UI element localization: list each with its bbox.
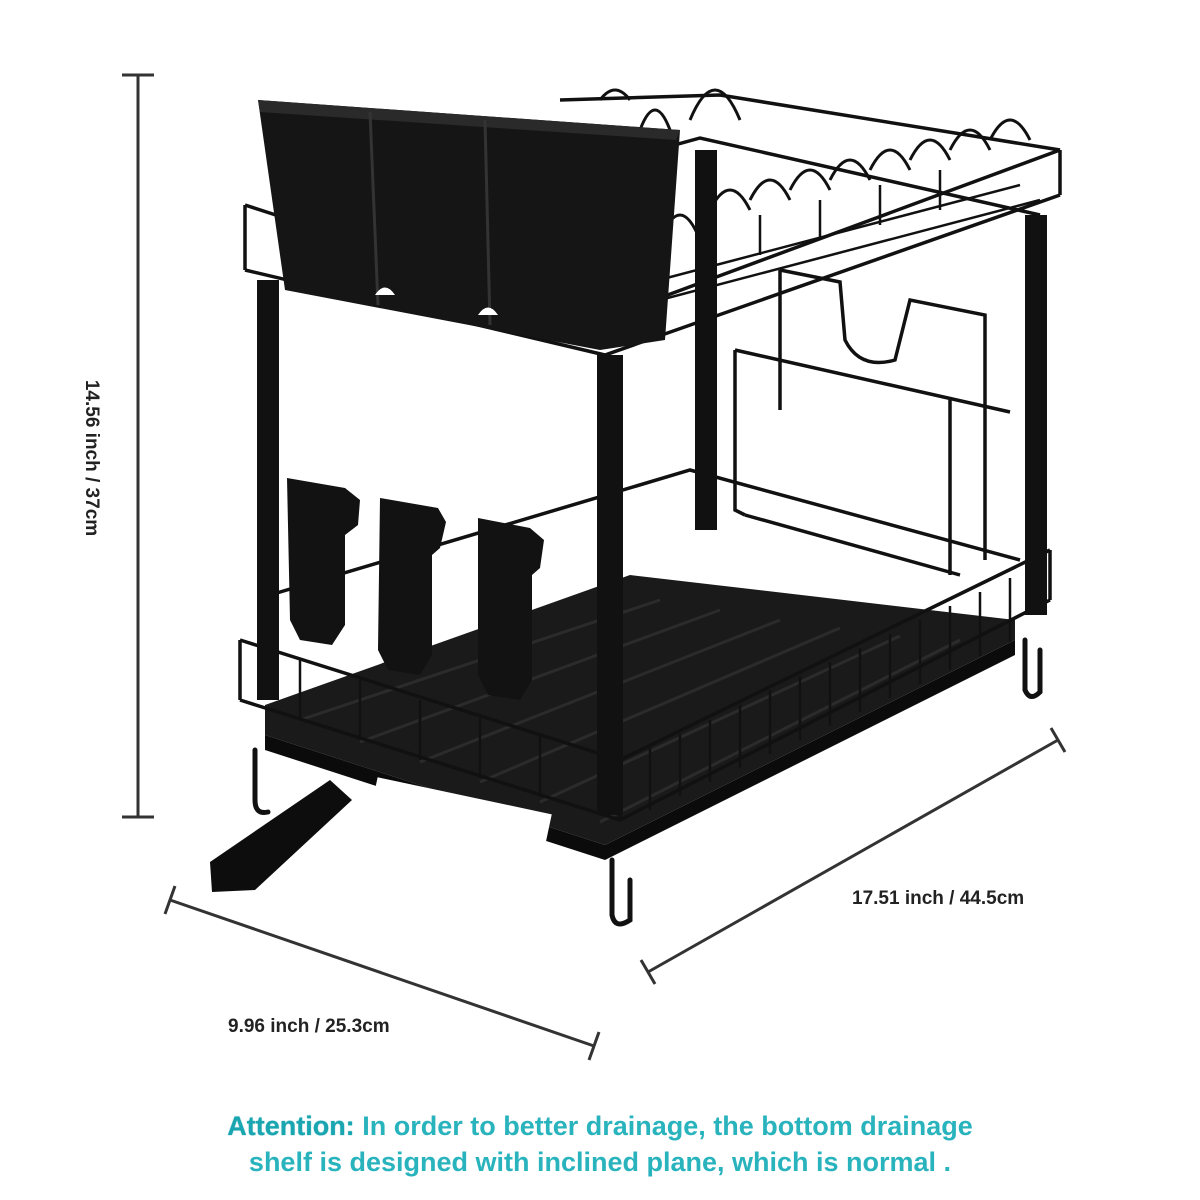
utensil-caddy	[258, 100, 680, 350]
depth-dimension-cap-left	[163, 885, 177, 915]
knife-holders	[287, 478, 544, 700]
drain-spout	[210, 780, 352, 892]
height-dimension-label: 14.56 inch / 37cm	[81, 379, 102, 537]
board-holder	[733, 268, 1011, 577]
width-dimension-line	[647, 738, 1059, 974]
note-line-2: shelf is designed with inclined plane, w…	[248, 1147, 952, 1177]
dimension-lines	[122, 73, 1067, 1061]
width-dimension-label: 17.51 inch / 44.5cm	[852, 888, 1025, 909]
note-line-1: Attention: In order to better drainage, …	[0, 1108, 1200, 1144]
width-dimension-cap-right	[1049, 727, 1067, 753]
width-dimension-cap-left	[639, 959, 657, 985]
depth-dimension-cap-right	[587, 1031, 601, 1061]
attention-note: Attention: In order to better drainage, …	[0, 1108, 1200, 1180]
feet	[252, 637, 1043, 927]
depth-dimension-label: 9.96 inch / 25.3cm	[228, 1016, 390, 1037]
note-line-1-text: In order to better drainage, the bottom …	[362, 1111, 973, 1141]
note-title: Attention:	[227, 1111, 355, 1141]
depth-dimension-line	[169, 898, 595, 1048]
